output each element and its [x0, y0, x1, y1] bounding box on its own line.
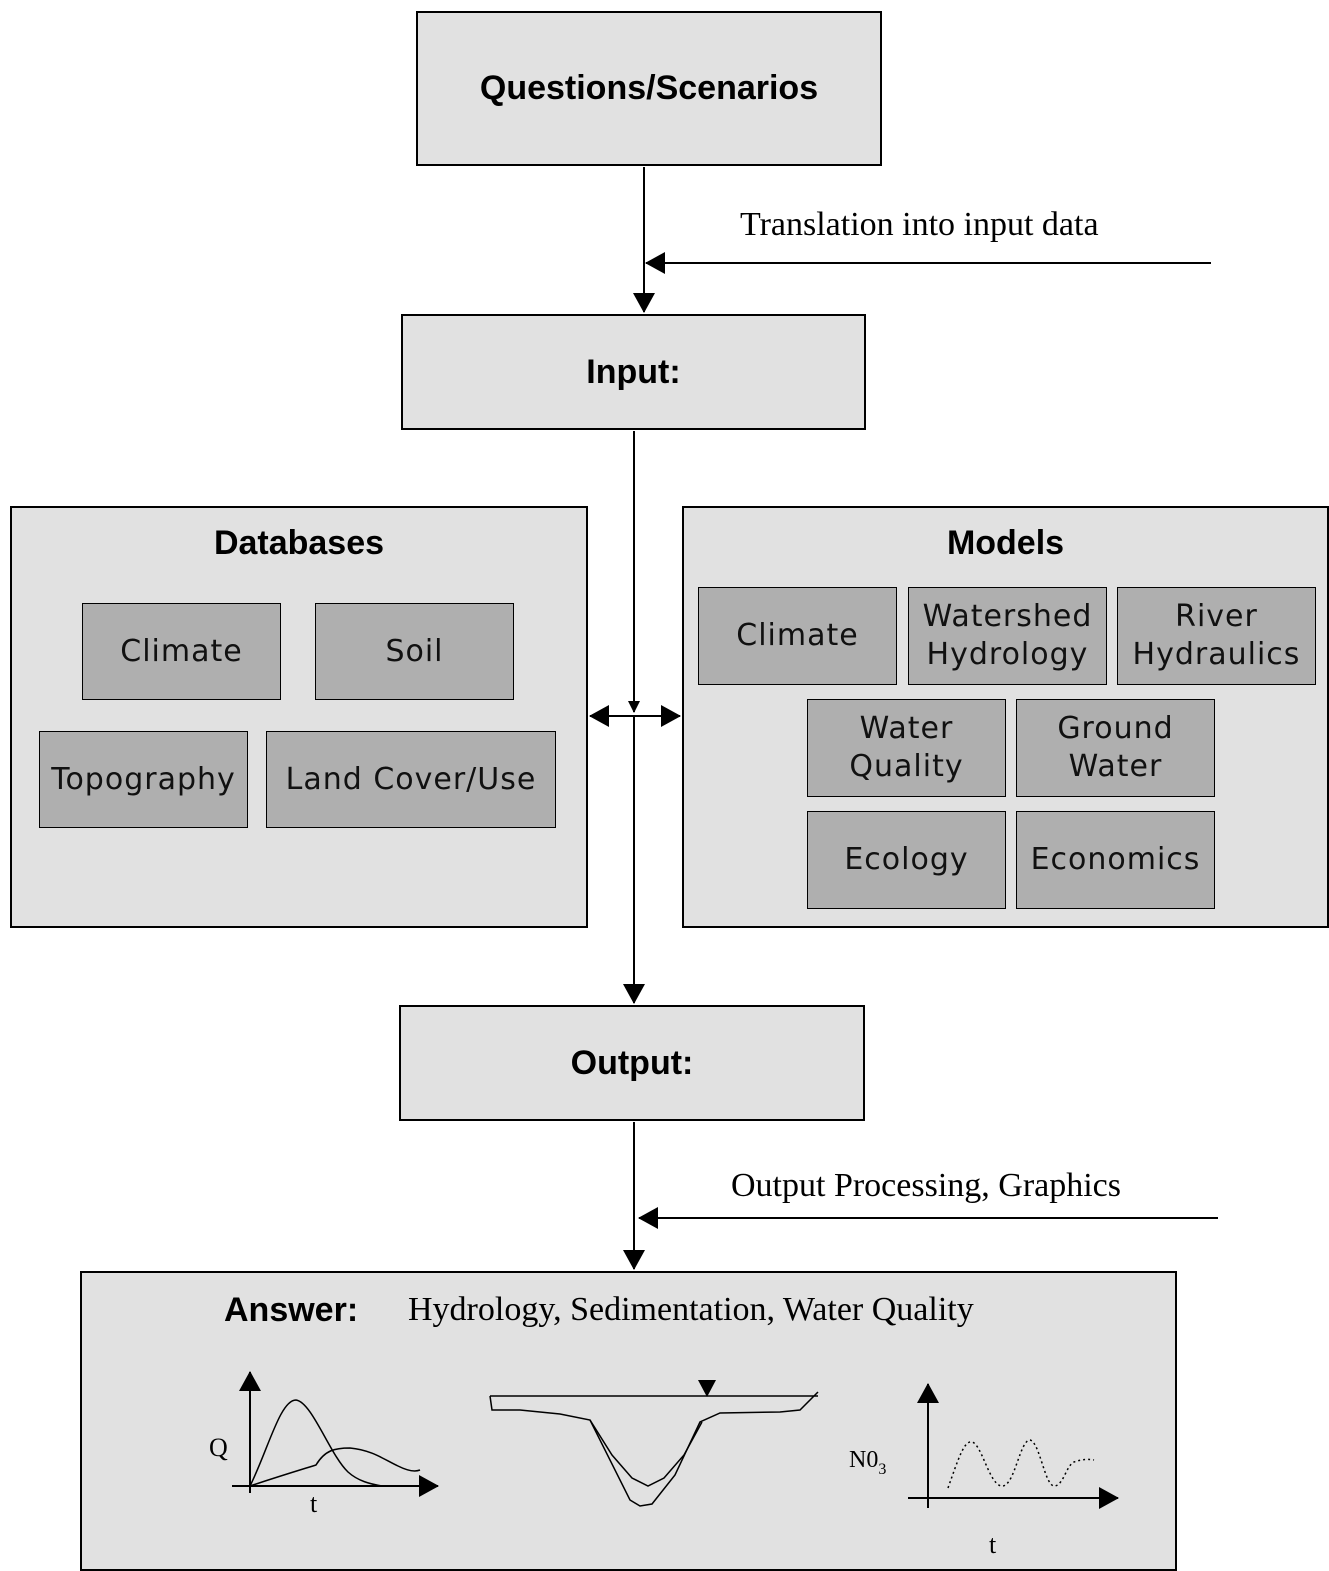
model-watershed-hydrology: Watershed Hydrology: [908, 587, 1107, 685]
hydrograph-graph: [232, 1371, 439, 1497]
nitrate-y-label-main: N0: [849, 1447, 878, 1473]
output-label: Output:: [570, 1043, 694, 1082]
channel-cross-section: [489, 1380, 819, 1507]
hydrograph-x-label: t: [310, 1489, 318, 1518]
nitrate-x-label: t: [989, 1530, 997, 1558]
models-title: Models: [946, 524, 1065, 562]
model-ecology: Ecology: [807, 811, 1006, 909]
model-ground-water: Ground Water: [1016, 699, 1215, 797]
model-economics: Economics: [1016, 811, 1215, 909]
model-river-hydraulics: River Hydraulics: [1117, 587, 1316, 685]
output-box: Output:: [399, 1005, 865, 1121]
database-soil: Soil: [315, 603, 514, 700]
database-land-cover-use: Land Cover/Use: [266, 731, 556, 828]
model-water-quality: Water Quality: [807, 699, 1006, 797]
database-topography: Topography: [39, 731, 248, 828]
databases-box: Databases Climate Soil Topography Land C…: [10, 506, 588, 928]
hydrograph-y-label: Q: [209, 1433, 228, 1462]
questions-scenarios-label: Questions/Scenarios: [479, 69, 819, 107]
input-box: Input:: [401, 314, 866, 430]
models-box: Models Climate Watershed Hydrology River…: [682, 506, 1329, 928]
database-climate: Climate: [82, 603, 281, 700]
answer-text: Hydrology, Sedimentation, Water Quality: [408, 1291, 974, 1328]
output-processing-label: Output Processing, Graphics: [731, 1167, 1122, 1204]
questions-scenarios-box: Questions/Scenarios: [416, 11, 882, 166]
translation-label: Translation into input data: [740, 206, 1099, 243]
nitrate-y-label: N03: [849, 1447, 886, 1478]
model-climate: Climate: [698, 587, 897, 685]
nitrate-graph: [908, 1383, 1119, 1509]
answer-label: Answer:: [224, 1291, 359, 1329]
databases-title: Databases: [213, 524, 385, 562]
nitrate-y-label-subscript: 3: [878, 1461, 886, 1478]
input-label: Input:: [586, 352, 681, 391]
